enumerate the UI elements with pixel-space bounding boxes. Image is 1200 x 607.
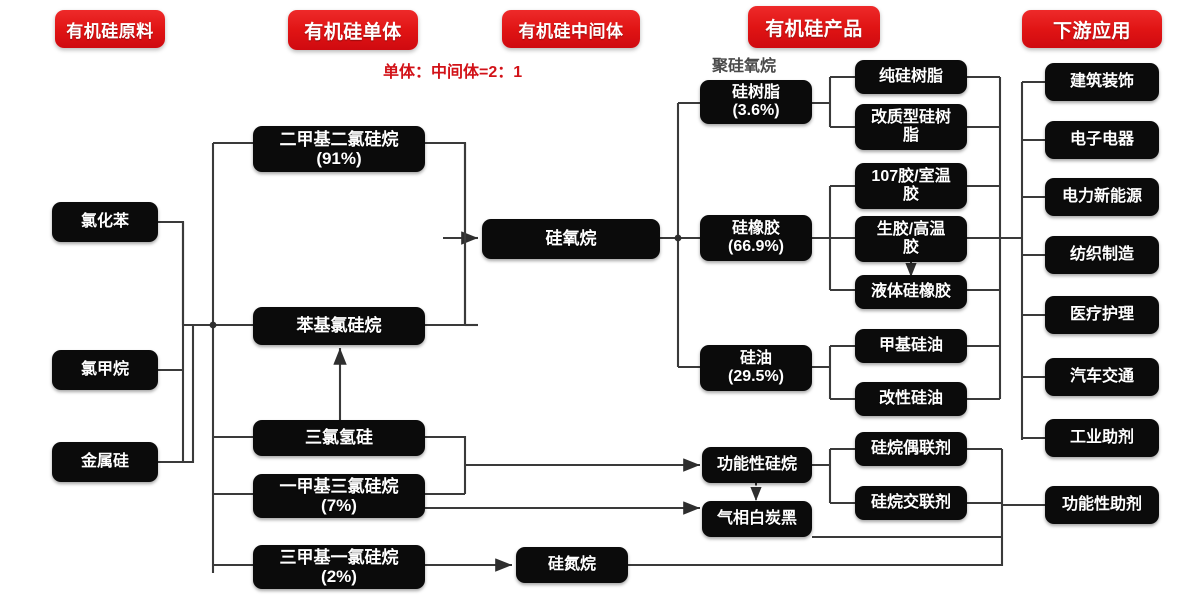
node-share: (29.5%): [727, 368, 785, 385]
node-architecture-decoration[interactable]: 建筑装饰: [1045, 63, 1159, 101]
node-silicone-rubber[interactable]: 硅橡胶 (66.9%): [700, 215, 812, 261]
node-raw-glue-htv[interactable]: 生胶/高温 胶: [855, 216, 967, 262]
node-silazane[interactable]: 硅氮烷: [516, 547, 628, 583]
node-label: 三氯氢硅: [305, 428, 373, 448]
node-chloromethane[interactable]: 氯甲烷: [52, 350, 158, 390]
node-liquid-silicone-rubber[interactable]: 液体硅橡胶: [855, 275, 967, 309]
node-modified-silicone-resin[interactable]: 改质型硅树 脂: [855, 104, 967, 150]
header-chip-product[interactable]: 有机硅产品: [748, 6, 880, 48]
node-electronics-appliances[interactable]: 电子电器: [1045, 121, 1159, 159]
node-label: 电力新能源: [1061, 188, 1142, 206]
header-chip-raw-materials[interactable]: 有机硅原料: [55, 10, 165, 48]
node-label-cont: 胶: [902, 239, 919, 256]
header-label: 有机硅单体: [304, 21, 402, 43]
node-label: 液体硅橡胶: [870, 283, 951, 301]
node-label: 纺织制造: [1069, 246, 1134, 264]
node-label: 107胶/室温: [871, 168, 951, 186]
node-label: 二甲基二氯硅烷: [279, 129, 399, 149]
node-textile-manufacturing[interactable]: 纺织制造: [1045, 236, 1159, 274]
node-label: 硅树脂: [731, 84, 780, 102]
node-dimethyldichlorosilane[interactable]: 二甲基二氯硅烷 (91%): [253, 126, 425, 172]
node-automotive-transport[interactable]: 汽车交通: [1045, 358, 1159, 396]
node-trichlorosilane[interactable]: 三氯氢硅: [253, 420, 425, 456]
header-chip-downstream[interactable]: 下游应用: [1022, 10, 1162, 48]
node-pure-silicone-resin[interactable]: 纯硅树脂: [855, 60, 967, 94]
node-label: 硅氮烷: [547, 556, 596, 574]
node-label: 氯甲烷: [80, 361, 129, 379]
node-methyltrichlorosilane[interactable]: 一甲基三氯硅烷 (7%): [253, 474, 425, 518]
node-functional-auxiliary[interactable]: 功能性助剂: [1045, 486, 1159, 524]
node-label: 硅橡胶: [731, 220, 780, 238]
node-label: 纯硅树脂: [878, 68, 943, 86]
node-label: 汽车交通: [1069, 368, 1134, 386]
node-chlorobenzene[interactable]: 氯化苯: [52, 202, 158, 242]
junction-dot: [209, 321, 217, 329]
header-label: 下游应用: [1052, 20, 1131, 42]
node-trimethylchlorosilane[interactable]: 三甲基一氯硅烷 (2%): [253, 545, 425, 589]
caption-monomer-intermediate-ratio: 单体：中间体=2：1: [383, 64, 523, 81]
node-methyl-silicone-oil[interactable]: 甲基硅油: [855, 329, 967, 363]
node-label: 一甲基三氯硅烷: [279, 476, 399, 496]
node-silane-coupling-agent[interactable]: 硅烷偶联剂: [855, 432, 967, 466]
header-chip-monomer[interactable]: 有机硅单体: [288, 10, 418, 50]
node-power-new-energy[interactable]: 电力新能源: [1045, 178, 1159, 216]
node-share: (7%): [321, 496, 357, 515]
header-label: 有机硅产品: [765, 18, 863, 40]
node-siloxane[interactable]: 硅氧烷: [482, 219, 660, 259]
node-label-cont: 脂: [902, 127, 919, 144]
node-silicone-resin[interactable]: 硅树脂 (3.6%): [700, 80, 812, 124]
node-label: 电子电器: [1069, 131, 1134, 149]
node-label: 硅烷交联剂: [870, 494, 951, 512]
node-silicone-oil[interactable]: 硅油 (29.5%): [700, 345, 812, 391]
node-label: 功能性助剂: [1061, 496, 1142, 514]
header-label: 有机硅中间体: [518, 21, 624, 41]
node-label: 工业助剂: [1069, 429, 1134, 447]
node-share: (66.9%): [727, 238, 785, 255]
node-share: (2%): [321, 567, 357, 586]
node-label: 氯化苯: [80, 213, 129, 231]
node-label: 功能性硅烷: [716, 456, 797, 474]
node-share: (3.6%): [732, 102, 780, 119]
node-silane-crosslinker[interactable]: 硅烷交联剂: [855, 486, 967, 520]
header-chip-intermediate[interactable]: 有机硅中间体: [502, 10, 640, 48]
node-label: 改性硅油: [878, 390, 943, 408]
node-label: 甲基硅油: [878, 337, 943, 355]
node-medical-care[interactable]: 医疗护理: [1045, 296, 1159, 334]
node-label: 气相白炭黑: [716, 510, 797, 528]
node-label: 改质型硅树: [870, 109, 951, 127]
node-fumed-silica[interactable]: 气相白炭黑: [702, 501, 812, 537]
node-label: 硅氧烷: [545, 229, 597, 249]
node-metallic-silicon[interactable]: 金属硅: [52, 442, 158, 482]
node-107-glue-rtv[interactable]: 107胶/室温 胶: [855, 163, 967, 209]
node-label-cont: 胶: [902, 186, 919, 203]
node-label: 金属硅: [80, 453, 129, 471]
junction-dot-siloxane: [674, 234, 682, 242]
node-functional-silane[interactable]: 功能性硅烷: [702, 447, 812, 483]
node-industrial-auxiliary[interactable]: 工业助剂: [1045, 419, 1159, 457]
node-share: (91%): [316, 149, 362, 168]
node-label: 硅油: [739, 350, 772, 368]
node-label: 生胶/高温: [876, 221, 946, 239]
node-phenylchlorosilane[interactable]: 苯基氯硅烷: [253, 307, 425, 345]
node-label: 三甲基一氯硅烷: [279, 547, 399, 567]
node-label: 苯基氯硅烷: [296, 316, 382, 336]
node-label: 硅烷偶联剂: [870, 440, 951, 458]
node-modified-silicone-oil[interactable]: 改性硅油: [855, 382, 967, 416]
caption-polysiloxane: 聚硅氧烷: [712, 58, 777, 75]
node-label: 建筑装饰: [1069, 73, 1134, 91]
header-label: 有机硅原料: [66, 21, 154, 41]
node-label: 医疗护理: [1069, 306, 1134, 324]
